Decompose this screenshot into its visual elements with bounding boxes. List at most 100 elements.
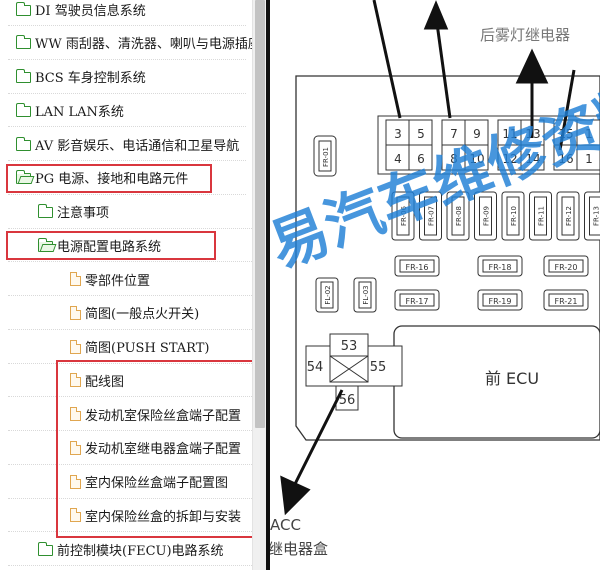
fuse-horizontal-inner bbox=[399, 259, 435, 273]
fuse-number: 11 bbox=[502, 127, 517, 141]
fuse-number: 9 bbox=[473, 127, 481, 141]
tree-item[interactable]: 室内保险丝盒端子配置图 bbox=[0, 465, 252, 499]
fuse-number: FR-20 bbox=[555, 263, 578, 272]
tree-item-label: AV 影音娱乐、电话通信和卫星导航 bbox=[35, 138, 240, 154]
tree-item-label: 配线图 bbox=[85, 374, 125, 390]
fuse-vertical-inner bbox=[451, 196, 465, 236]
tree-item[interactable]: DI 驾驶员信息系统 bbox=[0, 0, 252, 26]
tree-item-label: BCS 车身控制系统 bbox=[35, 71, 146, 86]
document-icon bbox=[70, 272, 81, 286]
folder-open-icon bbox=[16, 170, 31, 185]
front-ecu-label: 前 ECU bbox=[485, 369, 539, 388]
tree-item[interactable]: LAN LAN系统 bbox=[0, 93, 252, 128]
tree-item-label: 室内保险丝盒端子配置图 bbox=[85, 476, 229, 491]
fuse-number: FR-16 bbox=[406, 263, 429, 272]
fuse-number: FR-08 bbox=[455, 206, 463, 226]
connector-pin-left: 54 bbox=[307, 360, 324, 375]
fuse-box-svg: 前 ECU 35467981011131214151161 FR-01 FR-0… bbox=[270, 0, 600, 558]
tree-item-label: WW 雨刮器、清洗器、喇叭与电源插座 bbox=[35, 37, 252, 53]
tree-item[interactable]: 室内保险丝盒的拆卸与安装 bbox=[0, 498, 252, 533]
connector-pin-top: 53 bbox=[341, 339, 358, 354]
folder-icon bbox=[16, 102, 31, 117]
fuse-number: FR-12 bbox=[565, 206, 573, 226]
tree-item[interactable]: 配线图 bbox=[0, 363, 252, 398]
tree-item-label: 简图(PUSH START) bbox=[85, 341, 210, 356]
fuse-vertical-inner bbox=[506, 196, 520, 236]
fuse-number: FR-18 bbox=[489, 263, 512, 272]
tree-item[interactable]: AV 影音娱乐、电话通信和卫星导航 bbox=[0, 127, 252, 161]
fuse-number: 1 bbox=[585, 152, 593, 166]
tree-item[interactable]: 简图(一般点火开关) bbox=[0, 296, 252, 330]
fuse-number: FL-02 bbox=[324, 285, 332, 304]
fuse-number: FR-09 bbox=[483, 206, 491, 226]
fuse-number: FR-11 bbox=[538, 206, 546, 226]
fuse-number: FR-10 bbox=[510, 206, 518, 226]
tree-item-label: LAN LAN系统 bbox=[35, 104, 124, 120]
fuse-number: FR-17 bbox=[406, 297, 429, 306]
highlight-box-power-config bbox=[6, 231, 216, 260]
tree-item[interactable]: PG 电源、接地和电路元件 bbox=[0, 161, 252, 195]
folder-icon bbox=[38, 541, 53, 556]
tree-item[interactable]: 发动机室保险丝盒端子配置 bbox=[0, 397, 252, 431]
fuse-number: 16 bbox=[558, 152, 573, 166]
document-icon bbox=[70, 373, 81, 388]
connector-pin-right: 55 bbox=[370, 360, 387, 375]
fuse-number: 5 bbox=[417, 127, 425, 141]
fuse-number: 8 bbox=[450, 152, 458, 166]
tree-item-label: 发动机室保险丝盒端子配置 bbox=[85, 408, 242, 424]
annotation-arrows bbox=[280, 0, 576, 516]
tree-item-label: 简图(一般点火开关) bbox=[85, 307, 200, 323]
fuse-number: 14 bbox=[525, 152, 540, 166]
fuse-fl-inner bbox=[358, 281, 372, 309]
tree-item[interactable]: 前控制模块(FECU)电路系统 bbox=[0, 532, 252, 566]
tree-item[interactable]: 零部件位置 bbox=[0, 262, 252, 296]
document-icon bbox=[70, 305, 81, 320]
fuse-number: 7 bbox=[450, 127, 458, 141]
tree-item[interactable]: 电源配置电路系统 bbox=[0, 228, 252, 263]
tree-item-label: PG 电源、接地和电路元件 bbox=[35, 172, 189, 188]
fuse-vertical-inner bbox=[561, 196, 575, 236]
fuse-horizontal-inner bbox=[482, 293, 518, 307]
folder-icon bbox=[16, 69, 31, 83]
fuse-number: FR-07 bbox=[428, 206, 436, 226]
fuse-vertical-inner bbox=[534, 196, 547, 236]
fuse-vertical-inner bbox=[424, 196, 437, 236]
tree-scrollbar[interactable] bbox=[252, 0, 266, 570]
folder-icon bbox=[38, 204, 53, 218]
connector-cross-2 bbox=[329, 355, 369, 383]
fuse-fl-inner bbox=[320, 281, 334, 309]
tree-item[interactable]: BCS 车身控制系统 bbox=[0, 60, 252, 94]
scrollbar-thumb[interactable] bbox=[255, 0, 265, 428]
tree-item[interactable]: 发动机室继电器盒端子配置 bbox=[0, 431, 252, 465]
document-icon bbox=[70, 339, 81, 354]
document-icon bbox=[70, 440, 81, 455]
highlight-box-documents bbox=[56, 360, 252, 538]
folder-open-icon bbox=[38, 237, 53, 252]
acc-label: ACC bbox=[270, 516, 301, 534]
fuse-number: FL-03 bbox=[362, 285, 370, 304]
fuse-horizontal-inner bbox=[482, 259, 518, 273]
tree-item[interactable]: WW 雨刮器、清洗器、喇叭与电源插座 bbox=[0, 26, 252, 60]
fuse-number: 1 bbox=[585, 127, 593, 141]
panel-divider[interactable] bbox=[266, 0, 270, 570]
rear-fog-relay-label: 后雾灯继电器 bbox=[480, 26, 570, 44]
tree-item-label: 发动机室继电器盒端子配置 bbox=[85, 442, 242, 458]
folder-icon bbox=[16, 35, 31, 50]
fuse-number: 3 bbox=[394, 127, 402, 141]
document-icon bbox=[70, 474, 81, 489]
fuse-number: FR-19 bbox=[489, 297, 512, 306]
tree-item[interactable]: 简图(PUSH START) bbox=[0, 330, 252, 364]
tree-item-label: 前控制模块(FECU)电路系统 bbox=[57, 543, 224, 559]
fuse-horizontal-inner bbox=[399, 293, 435, 307]
document-icon bbox=[70, 407, 81, 421]
fuse-box-diagram: 前 ECU 35467981011131214151161 FR-01 FR-0… bbox=[270, 0, 600, 570]
connector-pin-bottom: 56 bbox=[339, 393, 356, 408]
tree-item-label: 零部件位置 bbox=[85, 273, 151, 289]
fuse-number: 6 bbox=[417, 152, 425, 166]
document-icon bbox=[70, 508, 81, 523]
highlight-box-pg bbox=[6, 164, 212, 193]
tree-item-label: 室内保险丝盒的拆卸与安装 bbox=[85, 509, 242, 525]
fuse-horizontal-inner bbox=[548, 293, 584, 307]
fuse-vertical-inner bbox=[396, 196, 410, 236]
tree-item[interactable]: 注意事项 bbox=[0, 195, 252, 229]
